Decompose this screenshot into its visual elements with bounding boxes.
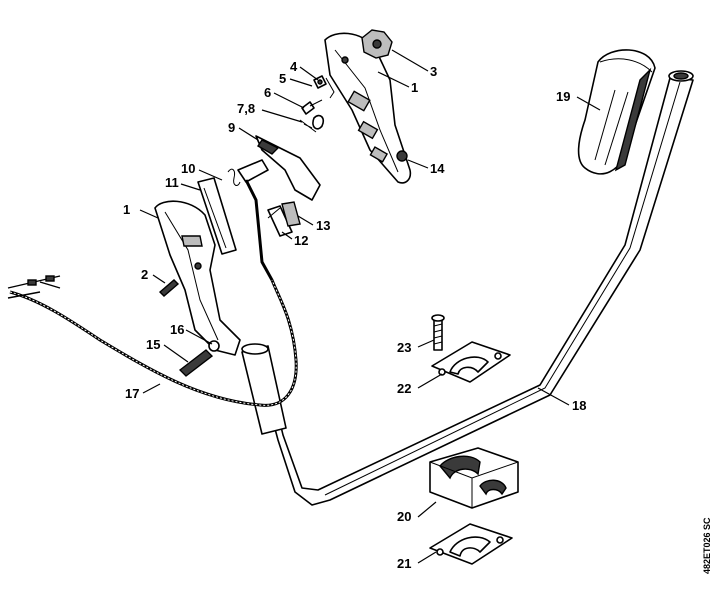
callout-label: 4 (290, 59, 298, 74)
handle-housing-left (154, 200, 241, 356)
callout-label: 20 (397, 509, 411, 524)
callout-label: 13 (316, 218, 330, 233)
switch-parts (267, 201, 301, 237)
handle-housing-right (324, 32, 412, 184)
spring-and-latch (197, 168, 241, 255)
callout-label: 11 (165, 175, 179, 190)
callout-label: 12 (294, 233, 308, 248)
star-knob (361, 29, 393, 59)
callout-label: 17 (125, 386, 139, 401)
screws (158, 150, 408, 377)
clamp-block (429, 447, 519, 509)
callout-label: 1 (411, 80, 418, 95)
callout-label: 22 (397, 381, 411, 396)
clamp-screw (431, 314, 445, 351)
callout-label: 9 (228, 120, 235, 135)
leader-lines (139, 49, 601, 564)
callout-label: 21 (397, 556, 411, 571)
throttle-cable (7, 179, 298, 407)
callout-label: 6 (264, 85, 271, 100)
callout-label: 2 (141, 267, 148, 282)
grip-handle (577, 49, 656, 175)
tube-end (241, 343, 287, 435)
callout-label: 1 (123, 202, 130, 217)
callout-labels: 1 2 3 4 5 6 7,8 9 10 11 1 12 13 14 15 16… (123, 59, 586, 571)
callout-label: 19 (556, 89, 570, 104)
small-parts-upper (299, 75, 335, 133)
callout-label: 16 (170, 322, 184, 337)
callout-label: 5 (279, 71, 286, 86)
callout-label: 15 (146, 337, 160, 352)
callout-label: 14 (430, 161, 445, 176)
callout-label: 23 (397, 340, 411, 355)
reference-code: 482ET026 SC (702, 517, 712, 574)
callout-label: 10 (181, 161, 195, 176)
callout-label: 7,8 (237, 101, 255, 116)
clamp-upper (431, 341, 511, 383)
trigger-lever (237, 135, 321, 201)
callout-label: 3 (430, 64, 437, 79)
callout-label: 18 (572, 398, 586, 413)
clamp-lower (429, 523, 513, 565)
